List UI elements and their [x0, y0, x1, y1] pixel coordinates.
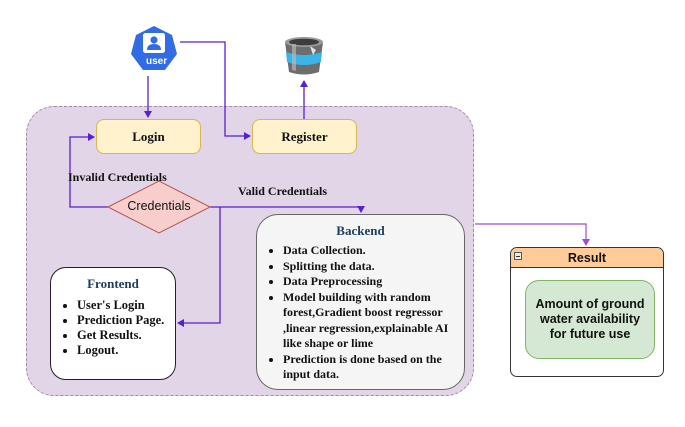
invalid-credentials-label: Invalid Credentials [68, 170, 167, 184]
backend-item: Data Collection. [283, 243, 464, 259]
arrow-credentials-frontend [177, 207, 221, 327]
frontend-title: Frontend [87, 276, 139, 291]
credentials-label: Credentials [127, 199, 191, 213]
arrow-valid-backend [210, 206, 365, 213]
database-icon [285, 37, 323, 75]
login-label: Login [132, 128, 165, 144]
result-header: Result [511, 248, 663, 268]
frontend-item: Logout. [77, 343, 175, 358]
frontend-box: Frontend User's Login Prediction Page. G… [50, 267, 176, 380]
arrow-invalid-login [69, 133, 108, 208]
register-label: Register [281, 128, 328, 144]
backend-item: Model building with random forest,Gradie… [283, 290, 464, 352]
valid-credentials-label: Valid Credentials [238, 184, 328, 198]
frontend-item: Get Results. [77, 328, 175, 343]
result-content-box: Amount of ground water availability for … [525, 280, 655, 359]
backend-box: Backend Data Collection. Splitting the d… [256, 214, 465, 390]
result-content: Amount of ground water availability for … [535, 297, 645, 341]
credentials-diamond[interactable] [106, 180, 212, 234]
result-title: Result [567, 250, 607, 265]
collapse-icon[interactable] [514, 252, 522, 260]
backend-item: Data Preprocessing [283, 274, 464, 290]
register-node[interactable]: Register [252, 119, 357, 154]
arrow-container-result [475, 223, 590, 246]
frontend-item: Prediction Page. [77, 313, 175, 328]
arrow-user-register [180, 41, 251, 140]
backend-list: Data Collection. Splitting the data. Dat… [257, 243, 464, 383]
backend-item: Splitting the data. [283, 259, 464, 275]
frontend-list: User's Login Prediction Page. Get Result… [51, 298, 175, 358]
result-container: Result Amount of ground water availabili… [510, 247, 664, 377]
user-icon-label: user [146, 56, 168, 67]
frontend-item: User's Login [77, 298, 175, 313]
backend-title: Backend [336, 223, 385, 238]
user-icon[interactable] [131, 26, 177, 70]
backend-item: Prediction is done based on the input da… [283, 352, 464, 383]
login-node[interactable]: Login [96, 119, 201, 154]
